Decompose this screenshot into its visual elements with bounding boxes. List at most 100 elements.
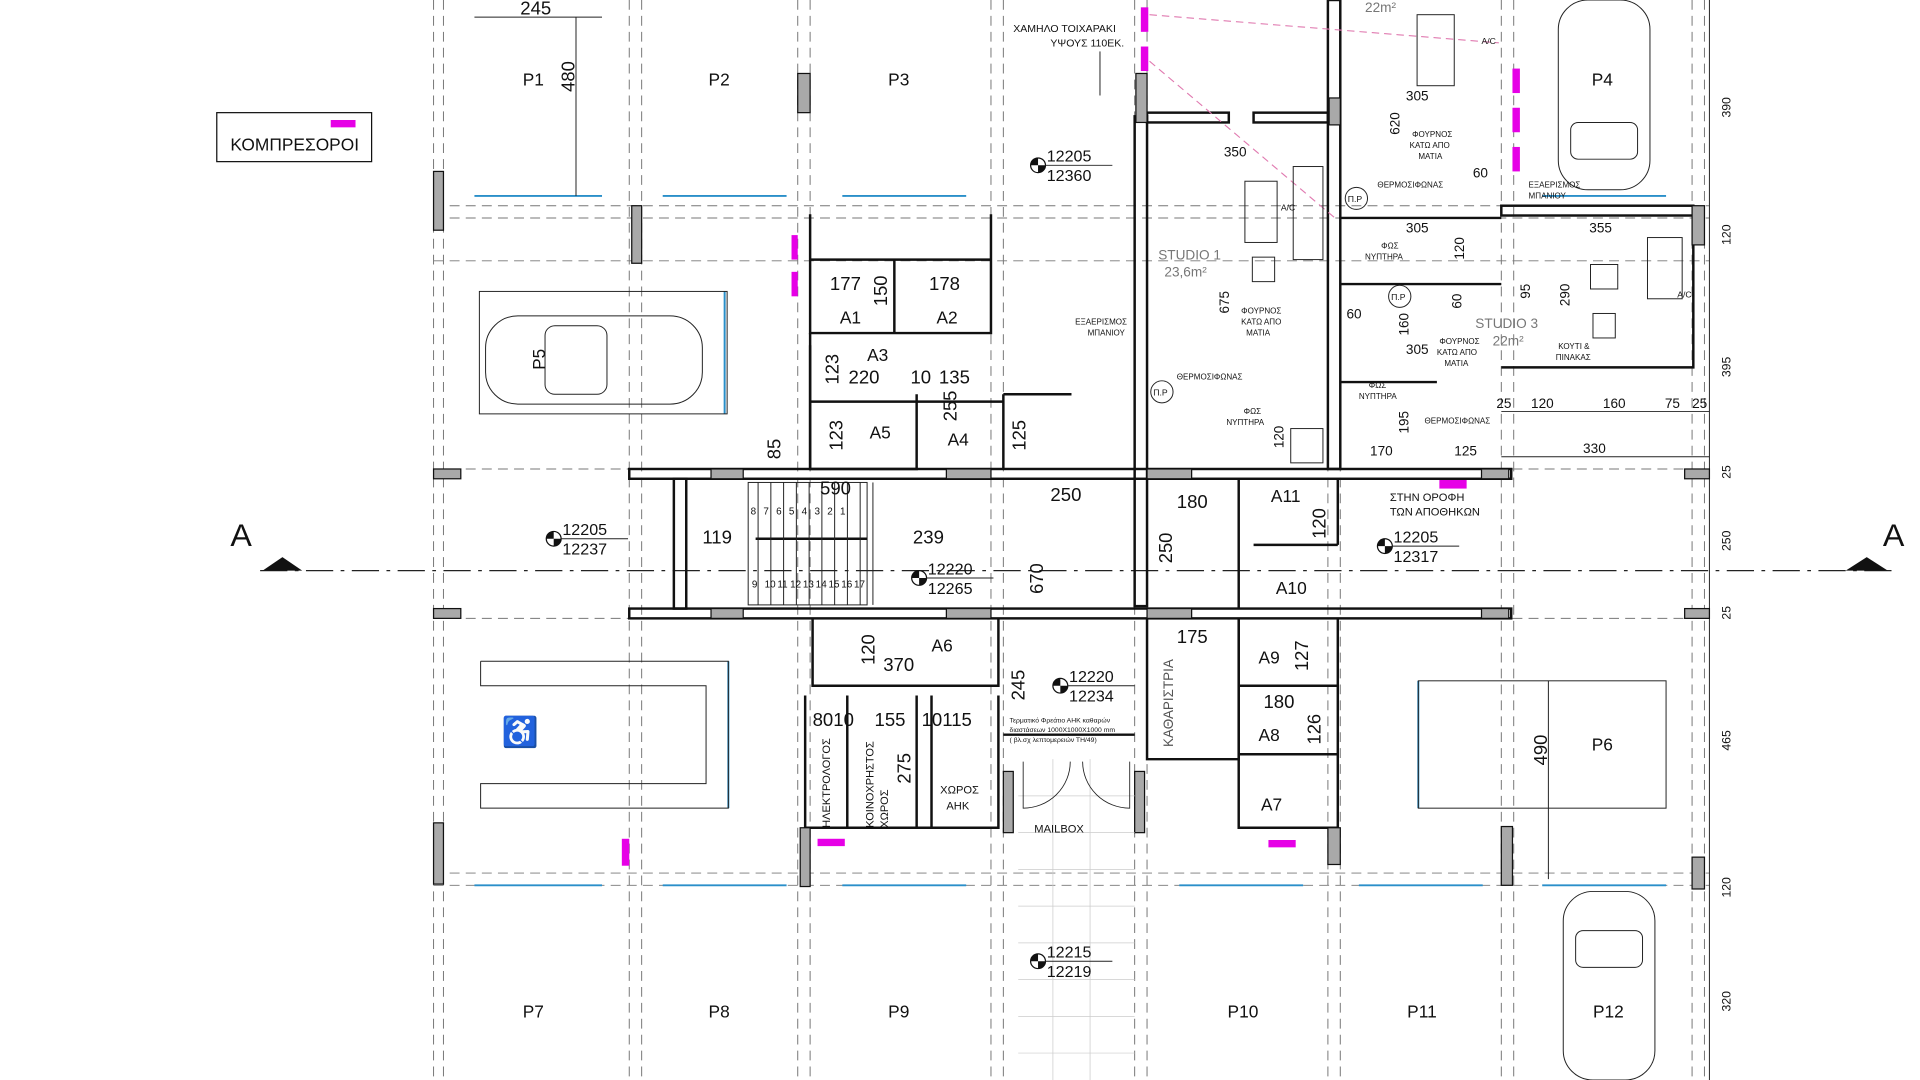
dim: 160	[1603, 396, 1626, 411]
dim: 395	[1719, 357, 1733, 378]
annotation: ΝΥΠΤΗΡΑ	[1359, 392, 1398, 401]
room-label: A11	[1271, 486, 1301, 506]
stair-step-number: 17	[854, 580, 865, 591]
dim: 245	[1007, 670, 1028, 701]
dim: 250	[1155, 533, 1176, 564]
dim: 675	[1217, 291, 1232, 313]
annotation: ΜΑΤΙΑ	[1444, 359, 1469, 368]
dim: 135	[939, 366, 970, 387]
car-p5-icon	[485, 315, 703, 405]
section-mark-right: A	[1883, 517, 1905, 553]
car-p12-icon	[1562, 890, 1656, 1080]
section-line: A A	[230, 517, 1905, 572]
ac-label: A/C	[1677, 290, 1691, 300]
room-name: STUDIO 3	[1475, 316, 1538, 331]
dim: 180	[1263, 691, 1294, 712]
room-area: 22m²	[1493, 333, 1525, 348]
parking-dims: 245 480 490	[474, 0, 1551, 880]
dim: 60	[1346, 306, 1361, 321]
dim: 195	[1396, 411, 1411, 433]
dim: 126	[1303, 714, 1324, 745]
section-arrow-left-icon	[262, 557, 303, 571]
dim: 180	[1177, 491, 1208, 512]
stair-step-number: 10	[765, 580, 777, 591]
dim: 350	[1224, 145, 1247, 160]
dim: 250	[1719, 530, 1733, 551]
level-markers: 1220512237122201226512205123601222012234…	[545, 149, 1460, 981]
dim: 320	[1719, 991, 1733, 1012]
level-bottom: 12234	[1069, 689, 1114, 706]
parking-label: P8	[709, 1002, 730, 1022]
parking-label: P12	[1593, 1002, 1624, 1022]
annotation: ΠΙΝΑΚΑΣ	[1556, 353, 1591, 362]
stair-step-number: 5	[789, 506, 795, 517]
room-label: ΧΩΡΟΣ	[879, 789, 891, 827]
dim: 330	[1583, 441, 1606, 456]
dim: 125	[1009, 420, 1030, 451]
stair-step-number: 9	[752, 580, 758, 591]
parking-label: P3	[888, 70, 909, 90]
low-wall-note: ΧΑΜΗΛΟ ΤΟΙΧΑΡΑΚΙ ΥΨΟΥΣ 110ΕΚ.	[1013, 24, 1124, 96]
storage-units: 177 150 178 A1 A2 A3 123 220 10 135 255 …	[763, 273, 1480, 814]
room-label: A1	[840, 307, 861, 327]
room-area: 23,6m²	[1164, 265, 1207, 280]
room-name: STUDIO 1	[1158, 248, 1221, 263]
parking-label: P7	[523, 1002, 544, 1022]
annotation: ΚΟΥΤΙ &	[1558, 342, 1590, 351]
dim: 150	[870, 275, 891, 306]
section-arrow-right-icon	[1845, 557, 1888, 571]
dim: 75	[1665, 396, 1680, 411]
level-bottom: 12317	[1394, 549, 1439, 566]
stair-step-number: 16	[841, 580, 853, 591]
annotation: ΝΥΠΤΗΡΑ	[1365, 253, 1404, 262]
dim: 123	[825, 420, 846, 451]
stair-step-number: 1	[840, 506, 846, 517]
annotation: ΜΑΤΙΑ	[1418, 152, 1443, 161]
stair-step-number: 15	[828, 580, 840, 591]
level-top: 12220	[928, 561, 973, 578]
dim: 8010	[813, 709, 854, 730]
dim: 220	[849, 366, 880, 387]
studio-1: STUDIO 1 23,6m² 350 675 A/C ΕΞΑΕΡΙΣΜΟΣ Μ…	[1075, 145, 1324, 464]
room-label: ΑΗΚ	[946, 800, 970, 812]
annotation: ΦΟΥΡΝΟΣ	[1241, 307, 1281, 316]
ac-label: A/C	[1481, 36, 1495, 46]
room-label: A3	[867, 345, 888, 365]
dim: 25	[1719, 465, 1733, 479]
dim: 250	[1050, 484, 1081, 505]
dim: 175	[1177, 626, 1208, 647]
annotation: ΦΩΣ	[1381, 242, 1398, 251]
dim: 120	[1719, 224, 1733, 245]
parking-labels: P1 P2 P3 P4 P5 P6 P7 P8 P9 P10 P11 P12	[523, 70, 1624, 1022]
dim: 120	[857, 634, 878, 665]
dim: 305	[1406, 221, 1429, 236]
dim: 465	[1719, 730, 1733, 751]
annotation: Τερματικό Φρεάτιο ΑΗΚ καθαρών	[1010, 716, 1111, 724]
dim: 120	[1308, 508, 1329, 539]
dim: 305	[1406, 342, 1429, 357]
parking-stalls: ♿	[474, 194, 1667, 887]
dim: 275	[893, 753, 914, 784]
room-label: A5	[870, 422, 891, 442]
dim: 127	[1291, 640, 1312, 671]
parking-label: P11	[1407, 1002, 1437, 1022]
roof-note: ΣΤΗΝ ΟΡΟΦΗ	[1390, 492, 1465, 504]
level-top: 12215	[1047, 945, 1092, 962]
stair-step-number: 2	[827, 506, 833, 517]
room-label: ΧΩΡΟΣ	[940, 785, 979, 797]
dim: 170	[1370, 444, 1393, 459]
ac-label: A/C	[1281, 203, 1295, 213]
dim: 480	[558, 61, 579, 92]
stair-step-number: 8	[751, 506, 757, 517]
dim: 155	[875, 709, 906, 730]
car-p4-icon	[1557, 0, 1651, 191]
stair-step-number: 6	[776, 506, 782, 517]
corridor: 250 670 245	[1007, 484, 1135, 1080]
dim: 255	[939, 391, 960, 422]
stair-step-number: 3	[814, 506, 820, 517]
